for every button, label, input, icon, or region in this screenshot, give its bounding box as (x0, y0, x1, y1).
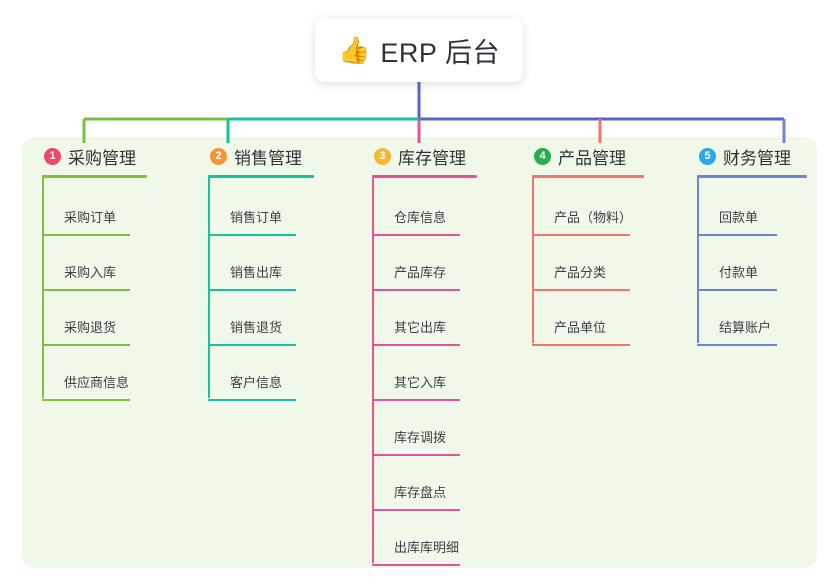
branch-item-underline (372, 344, 460, 346)
branch-item-underline (372, 234, 460, 236)
branch-number-badge: 2 (210, 147, 227, 165)
root-node[interactable]: 👍 ERP 后台 (315, 18, 523, 82)
branch-item-label: 付款单 (719, 265, 759, 280)
branch-item-underline (697, 289, 777, 291)
branch-column-3: 3 库存管理仓库信息产品库存其它出库其它入库库存调拨库存盘点出库库明细 (372, 143, 477, 566)
branch-header-underline (372, 175, 477, 178)
branch-item-label: 回款单 (719, 210, 759, 225)
branch-item-label: 产品（物料） (554, 210, 633, 225)
branch-header-underline (697, 175, 807, 178)
branch-title: 财务管理 (723, 148, 791, 168)
branch-item-label: 其它出库 (394, 320, 447, 335)
branch-column-5: 5 财务管理回款单付款单结算账户 (697, 143, 807, 346)
branch-item-underline (372, 454, 460, 456)
branch-spine (42, 178, 44, 398)
branch-header-1[interactable]: 1 采购管理 (42, 143, 147, 169)
branch-number-badge: 1 (44, 147, 61, 165)
branch-item-underline (208, 344, 296, 346)
branch-spine (208, 178, 210, 398)
branch-header-underline (208, 175, 314, 178)
branch-number-badge: 3 (374, 147, 391, 165)
branch-item-underline (372, 509, 460, 511)
branch-number-badge: 5 (699, 147, 716, 165)
branch-spine (532, 178, 534, 343)
branch-item-underline (208, 289, 296, 291)
branch-header-underline (42, 175, 147, 178)
branch-item-underline (208, 234, 296, 236)
branch-item-label: 客户信息 (230, 375, 283, 390)
branch-item-label: 销售订单 (230, 210, 283, 225)
branch-item-underline (532, 344, 630, 346)
branch-item-underline (42, 234, 130, 236)
branch-title: 采购管理 (68, 148, 136, 168)
branch-spine (372, 178, 374, 563)
branch-item-label: 供应商信息 (64, 375, 130, 390)
branch-item-label: 产品单位 (554, 320, 607, 335)
branch-item-underline (42, 399, 130, 401)
root-node-content: 👍 ERP 后台 (338, 31, 500, 70)
branch-item-underline (208, 399, 296, 401)
branch-item-underline (42, 289, 130, 291)
branch-item-underline (532, 289, 630, 291)
branch-header-2[interactable]: 2 销售管理 (208, 143, 314, 169)
branches-panel (22, 137, 817, 568)
branch-item-underline (372, 399, 460, 401)
branch-header-4[interactable]: 4 产品管理 (532, 143, 644, 169)
branch-item-label: 库存调拨 (394, 430, 447, 445)
branch-item-underline (42, 344, 130, 346)
branch-item-underline (532, 234, 630, 236)
branch-item-label: 采购订单 (64, 210, 117, 225)
branch-title: 销售管理 (234, 148, 302, 168)
branch-header-5[interactable]: 5 财务管理 (697, 143, 807, 169)
branch-item-label: 出库库明细 (394, 540, 460, 555)
branch-header-underline (532, 175, 644, 178)
thumbs-up-emoji: 👍 (338, 35, 371, 65)
branch-item-underline (697, 234, 777, 236)
branch-item-label: 销售出库 (230, 265, 283, 280)
branch-spine (697, 178, 699, 343)
branch-item-label: 产品分类 (554, 265, 607, 280)
branch-item-label: 产品库存 (394, 265, 447, 280)
branch-item-label: 其它入库 (394, 375, 447, 390)
branch-item-underline (372, 289, 460, 291)
branch-header-3[interactable]: 3 库存管理 (372, 143, 477, 169)
branch-column-2: 2 销售管理销售订单销售出库销售退货客户信息 (208, 143, 314, 401)
branch-item-underline (372, 564, 460, 566)
branch-column-1: 1 采购管理采购订单采购入库采购退货供应商信息 (42, 143, 147, 401)
branch-item-label: 仓库信息 (394, 210, 447, 225)
branch-item-label: 采购入库 (64, 265, 117, 280)
branch-item-underline (697, 344, 777, 346)
branch-title: 产品管理 (558, 148, 626, 168)
branch-title: 库存管理 (398, 148, 466, 168)
branch-item-label: 采购退货 (64, 320, 117, 335)
branch-item-label: 结算账户 (719, 320, 772, 335)
branch-number-badge: 4 (534, 147, 551, 165)
branch-item-label: 库存盘点 (394, 485, 447, 500)
branch-column-4: 4 产品管理产品（物料） 产品分类产品单位 (532, 143, 644, 346)
branch-item-label: 销售退货 (230, 320, 283, 335)
root-node-title: ERP 后台 (380, 37, 500, 68)
